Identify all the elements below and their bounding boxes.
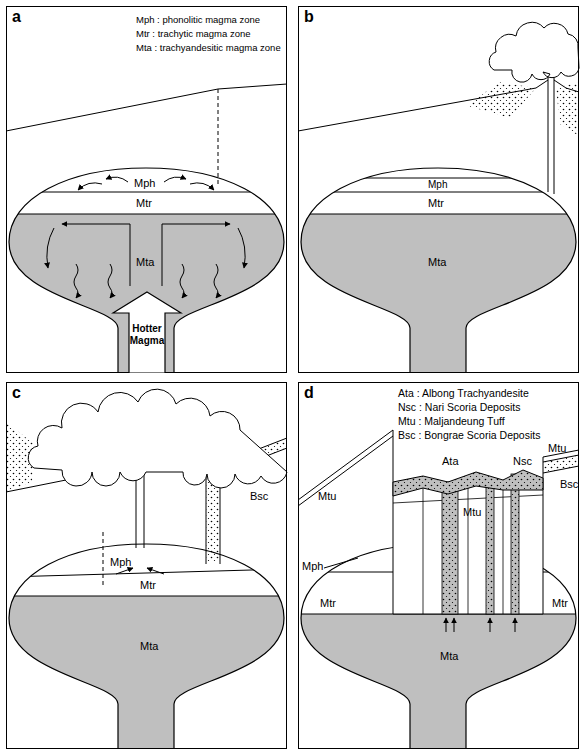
key-entry: Mtr : trachytic magma zone (136, 29, 251, 40)
zone-label: Mta (140, 640, 158, 653)
arrow-shape (113, 292, 181, 373)
key-entry: Ata : Albong Trachyandesite (398, 387, 529, 399)
zone-label: Mtu (318, 490, 336, 503)
zone-label: Bsc (560, 478, 578, 491)
key-entry: Mta : trachyandesitic magma zone (136, 43, 281, 54)
zone-label: Mph (134, 177, 155, 190)
panel-a-art (6, 84, 287, 374)
zone-label: Mtu (463, 506, 481, 519)
key-entry: Mph : phonolitic magma zone (136, 15, 260, 26)
panel-box: aHotter Magma (6, 6, 287, 373)
panel-d-art (298, 430, 579, 754)
zone-label: Mtr (552, 597, 568, 610)
hotter-magma-arrow: Hotter Magma (111, 291, 183, 373)
zone-label: Mtr (320, 597, 336, 610)
zone-label: Nsc (513, 455, 532, 468)
zone-label: Ata (442, 455, 459, 468)
zone-label: Bsc (250, 490, 268, 503)
panel-letter: d (304, 384, 314, 402)
zone-label: Mtr (140, 579, 156, 592)
panel-box: c (6, 382, 287, 749)
key-entry: Bsc : Bongrae Scoria Deposits (398, 429, 540, 441)
panel-letter: a (12, 8, 21, 26)
zone-label: Mta (428, 256, 446, 269)
key-entry: Mtu : Maljandeung Tuff (398, 415, 505, 427)
panel-c-art (6, 389, 287, 754)
zone-label: Mph (302, 560, 323, 573)
arrow-label: Hotter Magma (127, 323, 167, 347)
zone-label: Mta (440, 650, 458, 663)
zone-label: Mph (110, 556, 131, 569)
panel-letter: c (12, 384, 21, 402)
key-entry: Nsc : Nari Scoria Deposits (398, 401, 521, 413)
panel-letter: b (304, 8, 314, 26)
zone-label: Mta (136, 256, 154, 269)
zone-label: Mtu (548, 442, 566, 455)
zone-label: Mph (428, 179, 447, 191)
panel-b-art (298, 22, 579, 374)
zone-label: Mtr (428, 197, 444, 210)
zone-label: Mtr (136, 197, 152, 210)
